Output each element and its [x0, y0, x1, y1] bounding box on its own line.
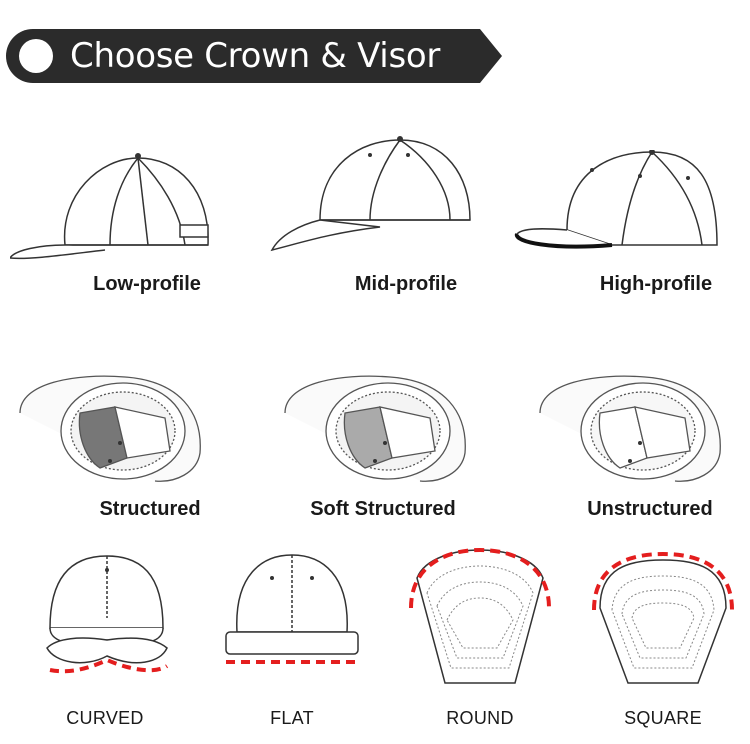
round-label: ROUND: [446, 708, 514, 728]
structured-cap-icon: [15, 373, 205, 485]
soft-structured-label: Soft Structured: [310, 498, 456, 520]
flat-label: FLAT: [270, 708, 314, 728]
soft-structured-cap-icon: [280, 373, 470, 485]
square-visor-icon: [588, 548, 738, 688]
high-profile-label: High-profile: [599, 273, 713, 295]
unstructured-cap-icon: [535, 373, 725, 485]
structured-label: Structured: [99, 498, 201, 520]
round-visor-icon: [405, 548, 555, 688]
curved-visor-icon: [45, 548, 170, 678]
low-profile-cap-icon: [10, 150, 220, 265]
low-profile-label: Low-profile: [93, 273, 201, 295]
square-label: SQUARE: [624, 708, 702, 728]
high-profile-cap-icon: [512, 150, 722, 255]
banner-bullet-icon: [19, 39, 53, 73]
page-title: Choose Crown & Visor: [70, 36, 441, 76]
section-banner: Choose Crown & Visor: [6, 29, 502, 83]
curved-label: CURVED: [66, 708, 144, 728]
mid-profile-cap-icon: [270, 135, 480, 260]
banner-shape: [6, 29, 502, 83]
unstructured-label: Unstructured: [587, 498, 713, 520]
flat-visor-icon: [222, 550, 362, 670]
mid-profile-label: Mid-profile: [354, 273, 458, 295]
